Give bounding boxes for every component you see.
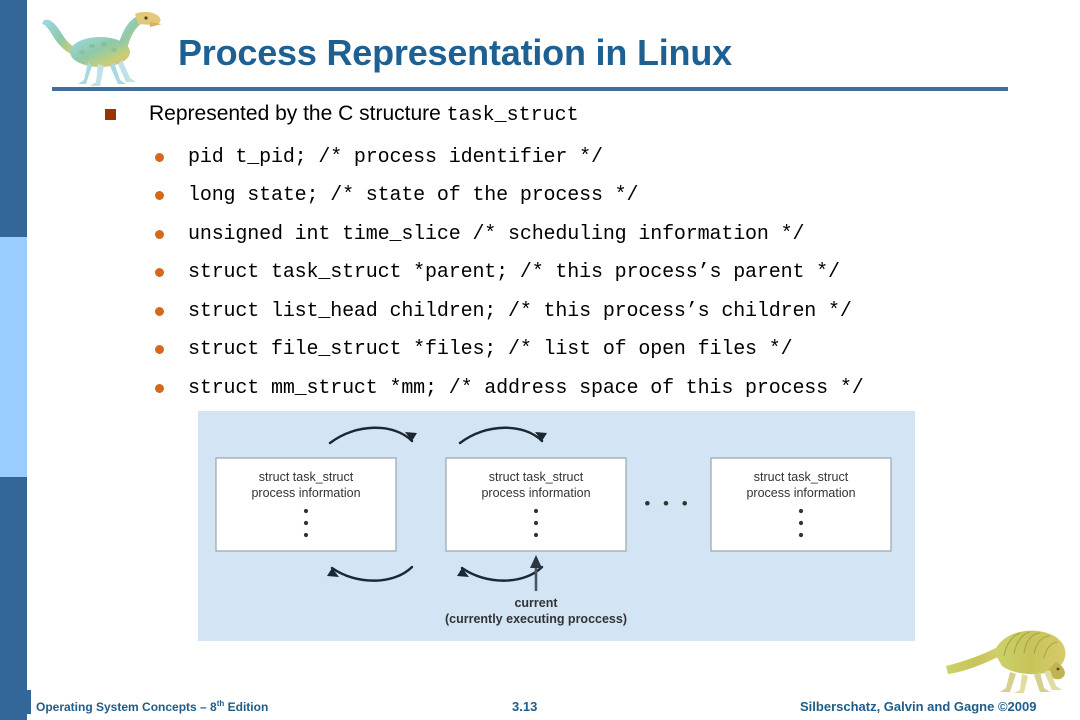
main-bullet-row: Represented by the C structure task_stru… [105,100,1005,128]
box2-line2: process information [481,486,590,500]
dot-bullet-icon [155,229,164,239]
arrow-forward-2 [458,426,544,445]
footer-copyright: Silberschatz, Galvin and Gagne ©2009 [800,699,1037,714]
footer-edition-suffix: Edition [224,700,269,714]
sidebar-accent-bottom [0,477,27,720]
dot-bullet-icon [155,345,164,355]
box3-line1: struct task_struct [754,470,849,484]
code-line-text: unsigned int time_slice /* scheduling in… [188,222,805,246]
code-line-text: long state; /* state of the process */ [188,184,639,208]
box1-line2: process information [251,486,360,500]
task-struct-linked-list-diagram: struct task_struct process information s… [198,411,915,641]
code-line: pid t_pid; /* process identifier */ [155,138,1075,177]
box3-line2: process information [746,486,855,500]
main-bullet-prefix: Represented by the C structure [149,101,447,125]
main-bullet-code: task_struct [446,103,579,127]
code-line: struct mm_struct *mm; /* address space o… [155,369,1075,408]
dinosaur-footer-icon [944,622,1076,694]
footer-edition-prefix: Operating System Concepts – 8 [36,700,217,714]
sidebar-accent-middle [0,237,27,477]
footer-accent-mark [27,690,31,714]
slide-title: Process Representation in Linux [178,32,732,73]
code-line-text: struct mm_struct *mm; /* address space o… [188,376,864,400]
code-line-text: struct task_struct *parent; /* this proc… [188,261,840,285]
arrow-forward-1 [328,426,414,445]
slide-number: 3.13 [512,699,538,714]
code-line-list: pid t_pid; /* process identifier */ long… [155,138,1075,408]
square-bullet-icon [105,108,116,120]
main-bullet-text: Represented by the C structure task_stru… [149,102,579,127]
box2-line1: struct task_struct [489,470,584,484]
current-caption-line1: current [514,596,558,610]
box1-line1: struct task_struct [259,470,354,484]
footer-edition-superscript: th [216,699,225,708]
dot-bullet-icon [155,152,164,162]
title-divider [52,87,1008,91]
code-line: struct task_struct *parent; /* this proc… [155,254,1075,293]
dot-bullet-icon [155,191,164,201]
sidebar-accent-top [0,0,27,237]
dot-bullet-icon [155,268,164,278]
code-line: struct list_head children; /* this proce… [155,292,1075,331]
code-line: unsigned int time_slice /* scheduling in… [155,215,1075,254]
dot-bullet-icon [155,306,164,316]
code-line-text: struct list_head children; /* this proce… [188,299,852,323]
code-line: struct file_struct *files; /* list of op… [155,331,1075,370]
code-line-text: pid t_pid; /* process identifier */ [188,145,603,169]
code-line: long state; /* state of the process */ [155,177,1075,216]
footer-edition-label: Operating System Concepts – 8th Edition [36,699,268,714]
arrow-back-1 [330,565,414,582]
dinosaur-logo-icon [26,2,174,90]
diagram-ellipsis: • • • [644,494,691,513]
current-caption-line2: (currently executing proccess) [445,612,627,626]
dot-bullet-icon [155,383,164,393]
code-line-text: struct file_struct *files; /* list of op… [188,338,793,362]
arrow-back-2 [460,565,544,582]
